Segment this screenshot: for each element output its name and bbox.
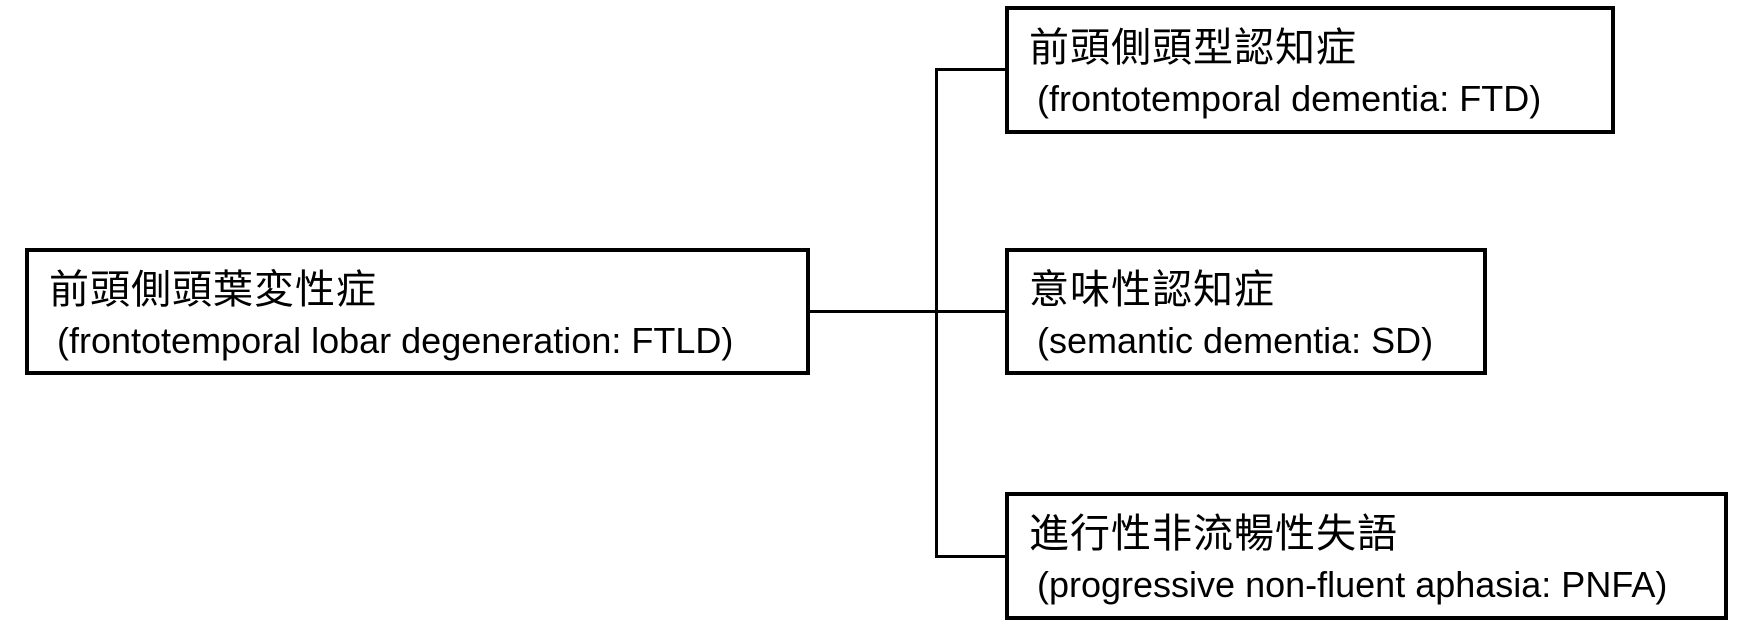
node-pnfa-label-ja: 進行性非流暢性失語 [1029,512,1398,556]
connector-root-to-branch [810,310,1005,313]
node-sd-label-en: (semantic dementia: SD) [1037,320,1434,361]
node-ftld: 前頭側頭葉変性症 (frontotemporal lobar degenerat… [25,248,810,375]
connector-branch-to-pnfa [935,555,1005,558]
node-sd: 意味性認知症 (semantic dementia: SD) [1005,248,1487,375]
node-ftd-label-ja: 前頭側頭型認知症 [1029,26,1357,70]
connector-branch-to-ftd [935,68,1005,71]
connector-branch-vertical [935,68,938,558]
node-ftd: 前頭側頭型認知症 (frontotemporal dementia: FTD) [1005,6,1615,134]
node-ftld-label-en: (frontotemporal lobar degeneration: FTLD… [57,320,734,361]
node-sd-label-ja: 意味性認知症 [1029,268,1275,312]
node-pnfa: 進行性非流暢性失語 (progressive non-fluent aphasi… [1005,492,1728,620]
node-ftd-label-en: (frontotemporal dementia: FTD) [1037,78,1542,119]
node-pnfa-label-en: (progressive non-fluent aphasia: PNFA) [1037,564,1668,605]
node-ftld-label-ja: 前頭側頭葉変性症 [49,268,377,312]
